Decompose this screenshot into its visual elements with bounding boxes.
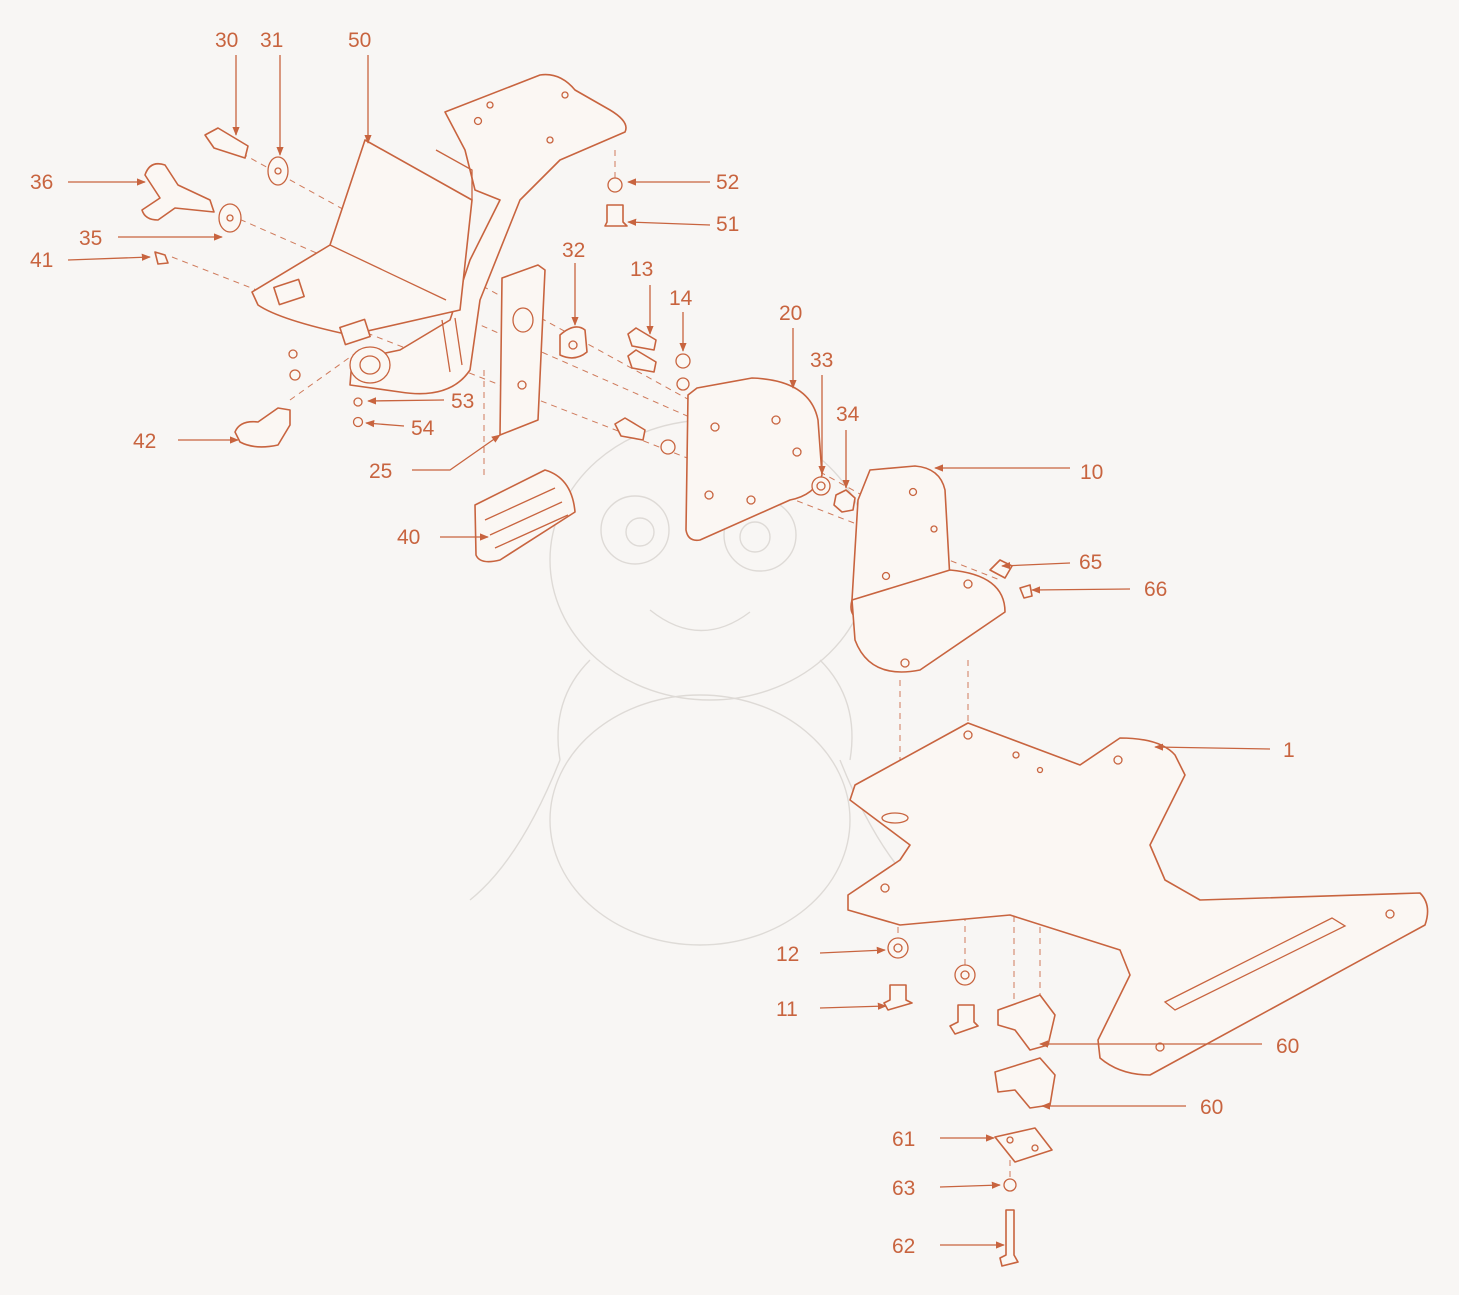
part-20-plate xyxy=(685,377,823,542)
callout-66: 66 xyxy=(1144,578,1168,601)
callout-20: 20 xyxy=(779,302,803,325)
callout-33: 33 xyxy=(810,349,834,372)
leader-lines xyxy=(67,55,1271,1249)
callout-35: 35 xyxy=(79,227,103,250)
callout-12: 12 xyxy=(776,943,800,966)
hardware-parts xyxy=(141,127,1056,1267)
callout-53: 53 xyxy=(451,390,475,413)
part-10-l-bracket xyxy=(850,465,1006,673)
callout-36: 36 xyxy=(30,171,54,194)
callout-30: 30 xyxy=(215,29,239,52)
part-40-channel-cover xyxy=(474,469,576,563)
part-25-flat-bar xyxy=(499,264,546,436)
callout-61: 61 xyxy=(892,1128,916,1151)
callout-14: 14 xyxy=(669,287,693,310)
callout-34: 34 xyxy=(836,403,860,426)
callout-41: 41 xyxy=(30,249,54,272)
callout-11: 11 xyxy=(776,998,798,1021)
callout-40: 40 xyxy=(397,526,421,549)
callout-32: 32 xyxy=(562,239,586,262)
callout-51: 51 xyxy=(716,213,740,236)
callout-1: 1 xyxy=(1283,739,1295,762)
watermark-dragon xyxy=(469,419,931,946)
callout-13: 13 xyxy=(630,258,654,281)
callout-54: 54 xyxy=(411,417,435,440)
callout-60-upper: 60 xyxy=(1276,1035,1300,1058)
part-1-base-plate xyxy=(847,722,1429,1076)
callout-42: 42 xyxy=(133,430,157,453)
part-50-main-bracket xyxy=(251,73,627,395)
callout-10: 10 xyxy=(1080,461,1104,484)
callout-63: 63 xyxy=(892,1177,916,1200)
callout-31: 31 xyxy=(260,29,284,52)
callout-60-lower: 60 xyxy=(1200,1096,1224,1119)
callout-50: 50 xyxy=(348,29,372,52)
callout-52: 52 xyxy=(716,171,740,194)
callout-65: 65 xyxy=(1079,551,1103,574)
callout-62: 62 xyxy=(892,1235,916,1258)
callout-25: 25 xyxy=(369,460,393,483)
